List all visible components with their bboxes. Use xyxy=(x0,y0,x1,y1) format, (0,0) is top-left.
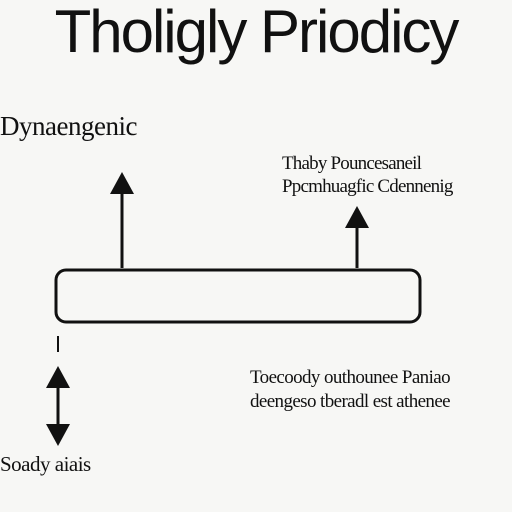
label-right-top: Thaby Pouncesaneil Ppcmhuagfic Cdennenig xyxy=(282,152,512,198)
label-left-bottom: Soady aiais xyxy=(0,452,91,476)
label-right-top-line-1: Thaby Pouncesaneil xyxy=(282,153,422,174)
double-arrow-head-down xyxy=(46,424,70,446)
label-right-bottom: Toecoody outhounee Paniao deengeso tbera… xyxy=(190,366,510,414)
diagram-title: Tholigly Priodicy xyxy=(54,0,460,65)
label-right-bottom-line-2: deengeso tberadl est athenee xyxy=(249,391,451,412)
right-up-arrow-head xyxy=(345,206,369,228)
label-right-bottom-line-1: Toecoody outhounee Paniao xyxy=(249,367,451,388)
left-up-arrow-head xyxy=(110,172,134,194)
label-left-top: Dynaengenic xyxy=(0,111,137,141)
central-bar xyxy=(54,268,422,324)
double-arrow-head-up xyxy=(46,366,70,388)
label-right-top-line-2: Ppcmhuagfic Cdennenig xyxy=(282,176,453,197)
